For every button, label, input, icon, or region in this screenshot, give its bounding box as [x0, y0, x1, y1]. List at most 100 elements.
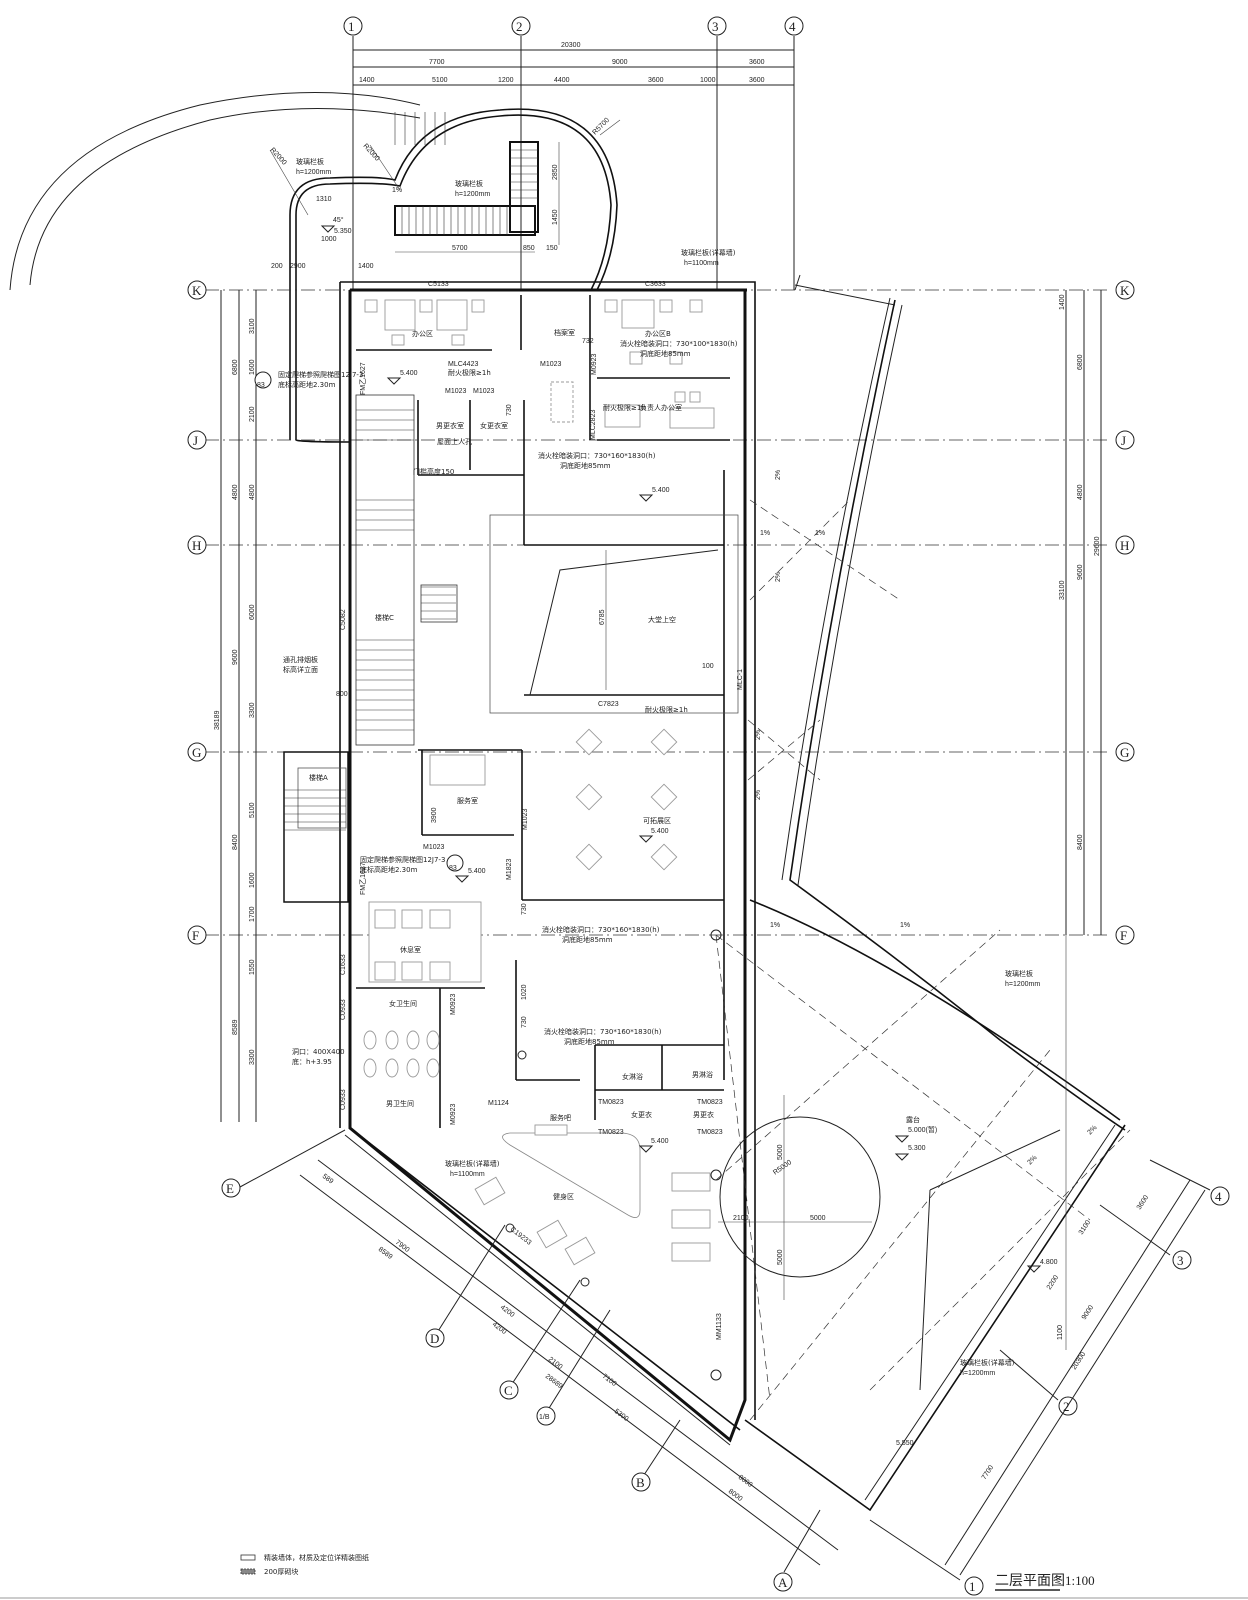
room-archive: 档案室	[554, 328, 575, 337]
terrace-dim-5000c: 5000	[810, 1215, 826, 1222]
elevation-4800: 4.800	[1040, 1259, 1058, 1266]
door-tm0823-b: TM0823	[598, 1129, 624, 1136]
note-fixed-ladder-top: 固定爬梯参照爬梯图12J7-3	[278, 370, 363, 379]
annotations: 固定爬梯参照爬梯图12J7-3 底标高距地2.30m 83 固定爬梯参照爬梯图1…	[254, 338, 738, 1178]
dim-diag-8000a: 8000	[737, 1474, 754, 1489]
dim-left-9600: 9600	[232, 649, 239, 665]
dim-top-1000: 1000	[700, 77, 716, 84]
gym-railing-height: h=1100mm	[450, 1171, 485, 1178]
railing-label-3: 玻璃栏板(详幕墙)	[681, 248, 736, 257]
room-rest: 休息室	[400, 945, 421, 954]
dim-rdiag-3100: 3100	[1078, 1219, 1092, 1236]
dim-left-1550: 1550	[249, 959, 256, 975]
atrium-dim-100: 100	[702, 663, 714, 670]
ladder-ref-bottom: 83	[449, 865, 457, 872]
terrace-railing2-label: 玻璃栏板(详幕墙)	[960, 1358, 1015, 1367]
slope-2pct-1: 2%	[775, 572, 782, 582]
room-server: 服务室	[457, 796, 478, 805]
slope-2pct-2: 2%	[775, 470, 782, 480]
dim-top-7700: 7700	[429, 59, 445, 66]
dim-rdiag-9000: 9000	[1081, 1304, 1095, 1321]
note-732: 732	[582, 338, 594, 345]
railing-label-2: 玻璃栏板	[455, 179, 483, 188]
dim-5700: 5700	[452, 245, 468, 252]
legend-item-2: 200厚砌块	[264, 1567, 298, 1576]
slope-2pct-4: 2%	[755, 790, 762, 800]
drawing-title-block: 二层平面图 1:100	[995, 1573, 1095, 1591]
axis-3-rotated: 3	[1177, 1253, 1184, 1268]
door-fm1627-bottom: FM乙1627	[359, 862, 367, 895]
gym-railing-label: 玻璃栏板(详幕墙)	[445, 1159, 500, 1168]
room-men-locker: 男更衣室	[436, 421, 464, 430]
dim-right-33100: 33100	[1059, 580, 1066, 600]
note-hydrant-2: 消火栓暗装洞口：730*160*1830(h)	[538, 451, 656, 460]
slope-1pct-3: 1%	[770, 922, 780, 929]
radius-r5700: R5700	[591, 117, 611, 137]
dim-150: 150	[546, 245, 558, 252]
note-730-a: 730	[506, 404, 513, 416]
axis-j-left: J	[193, 433, 198, 448]
dim-top-4400: 4400	[554, 77, 570, 84]
right-dimensions: 33100 1400 6800 4800 9600 8400 29600	[1059, 290, 1102, 935]
note-1020: 1020	[521, 984, 528, 1000]
dim-1400: 1400	[358, 263, 374, 270]
room-labels: 办公区 档案室 办公区B 负责人办公室 男更衣室 女更衣室 屋面上人孔 服务室 …	[386, 328, 714, 1201]
room-women-locker: 女更衣室	[480, 421, 508, 430]
room-atrium: 大堂上空	[648, 615, 676, 624]
note-hydrant-floor-1: 洞底距地85mm	[640, 349, 691, 358]
window-c5133: C5133	[428, 281, 449, 288]
room-men-shower: 男淋浴	[692, 1070, 713, 1079]
dim-2900: 2900	[290, 263, 306, 270]
axis-1-label: 1	[348, 19, 355, 34]
opening-labels: C5133 C3633 C5082 C1633 C0933 C0933 C192…	[340, 281, 723, 1340]
door-m0923-men-wc: M0923	[450, 1103, 457, 1125]
door-tm0823-a: TM0823	[598, 1099, 624, 1106]
building-outline	[339, 281, 756, 1446]
note-hydrant-floor-2: 洞底距地85mm	[560, 461, 611, 470]
axis-4-rotated: 4	[1215, 1189, 1222, 1204]
door-tm0823-c: TM0823	[697, 1099, 723, 1106]
note-3900: 3900	[431, 807, 438, 823]
axis-b: B	[636, 1475, 645, 1490]
fire-rating-director: 耐火极限≥1h	[603, 403, 646, 412]
columns	[505, 929, 722, 1381]
legend-item-1: 精装墙体，材质及定位详精装图纸	[264, 1553, 369, 1562]
dim-right-1400: 1400	[1059, 294, 1066, 310]
note-ladder-height-bottom: 底标高距地2.30m	[360, 865, 418, 874]
legend-outline-symbol	[240, 1554, 256, 1561]
terrace-radius: R5000	[772, 1159, 793, 1177]
note-door-sill: 门槛高度150	[413, 467, 454, 476]
door-m0923-women-wc: M0923	[450, 993, 457, 1015]
left-dimensions: 38189 6800 4800 9600 8400 8589 3100 1600…	[214, 290, 257, 1122]
note-hydrant-floor-4: 洞底距地85mm	[564, 1037, 615, 1046]
axis-g-right: G	[1120, 745, 1129, 760]
elevation-5400-c: 5.400	[468, 868, 486, 875]
note-vent-elev: 底：h+3.95	[292, 1057, 332, 1066]
note-hydrant-floor-3: 洞底距地85mm	[562, 935, 613, 944]
slope-1pct-1: 1%	[760, 530, 770, 537]
axis-1b: 1/B	[539, 1414, 550, 1421]
dim-left-4800b: 4800	[249, 484, 256, 500]
window-c0933b: C0933	[340, 1089, 347, 1110]
note-hydrant-1: 消火栓暗装洞口：730*100*1830(h)	[620, 339, 738, 348]
dim-rdiag-7700: 7700	[981, 1464, 995, 1481]
atrium-height-dim: 6785	[599, 609, 606, 625]
dim-1000: 1000	[321, 236, 337, 243]
axis-j-right: J	[1121, 433, 1126, 448]
slope-2pct-3: 2%	[755, 730, 762, 740]
dim-1310: 1310	[316, 196, 332, 203]
dim-right-6800: 6800	[1077, 354, 1084, 370]
axis-k-right: K	[1120, 283, 1130, 298]
terrace-dim-5000b: 5000	[777, 1249, 784, 1265]
radius-r2000-b: R2000	[362, 143, 381, 163]
dim-left-6800: 6800	[232, 359, 239, 375]
room-women-wc: 女卫生间	[389, 999, 417, 1008]
dim-1450: 1450	[552, 209, 559, 225]
axis-f-right: F	[1120, 928, 1127, 943]
dim-left-1700: 1700	[249, 906, 256, 922]
dim-rdiag-2200: 2200	[1046, 1274, 1060, 1291]
axis-1-rotated: 1	[969, 1579, 976, 1594]
note-hydrant-4: 消火栓暗装洞口：730*160*1830(h)	[544, 1027, 662, 1036]
dim-left-8589: 8589	[232, 1019, 239, 1035]
